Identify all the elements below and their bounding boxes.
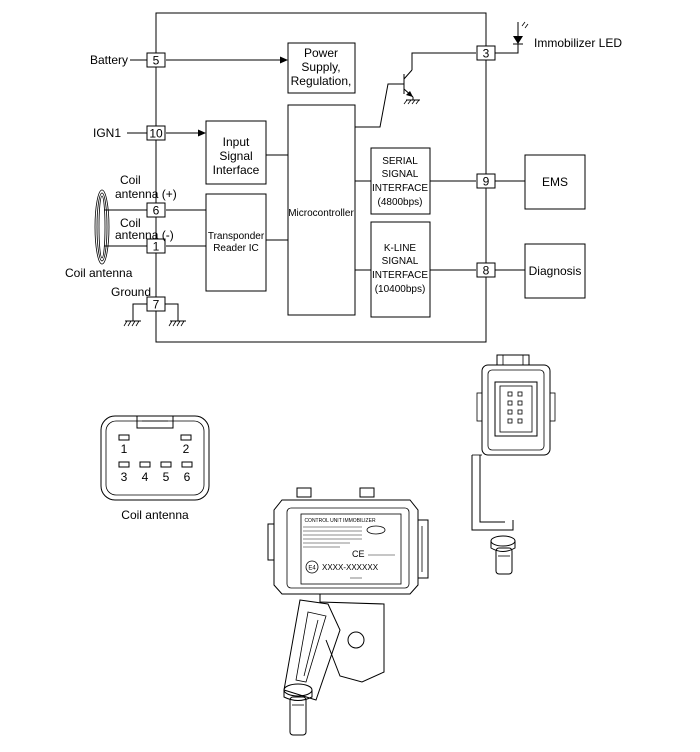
pin-coil-pos-number: 6 [153,204,160,218]
pin-ground: 7 [146,296,166,312]
ground-label: Ground [111,285,151,299]
ems-label: EMS [542,175,568,189]
pin-led: 3 [476,45,496,61]
coil-pos-label-2: antenna (+) [115,187,177,201]
terminal-1 [118,434,130,441]
block-serial: SERIAL SIGNAL INTERFACE (4800bps) [370,147,431,215]
terminal-2 [180,434,192,441]
kline-line-2: SIGNAL [382,256,419,267]
serial-line-2: SIGNAL [382,169,419,180]
kline-line-3: INTERFACE [372,270,428,281]
transponder-line-2: Reader IC [213,243,259,254]
coil-neg-label-1: Coil [120,216,141,230]
input-signal-line-3: Interface [213,163,260,177]
pin-coil-pos: 6 [146,202,166,218]
terminal-2-number: 2 [183,442,190,456]
coil-antenna-icon [94,189,110,265]
diagnosis-label: Diagnosis [529,264,582,278]
unit-label-code: XXXX-XXXXXX [322,563,379,572]
block-microcontroller: Microcontroller [287,104,356,316]
external-left: Battery IGN1 Coil antenna (+) Coil anten… [65,53,186,327]
block-transponder: Transponder Reader IC [205,193,267,292]
serial-line-3: INTERFACE [372,183,428,194]
block-power-supply: Power Supply, Regulation, [287,42,356,94]
pin-ign1: 10 [146,125,166,141]
power-supply-line-3: Regulation, [291,74,352,88]
pin-diagnosis: 8 [476,262,496,278]
ems-box [524,154,586,210]
input-signal-line-2: Signal [219,149,252,163]
terminal-3-number: 3 [121,470,128,484]
terminal-6 [181,461,193,468]
kline-line-4: (10400bps) [375,284,426,295]
unit-label-mark: E4 [308,566,316,572]
block-input-signal: Input Signal Interface [205,120,267,185]
module-bracket-illustration [471,354,556,575]
pin-ground-number: 7 [153,298,160,312]
input-signal-line-1: Input [223,135,250,149]
ground-symbol-left [123,320,141,327]
power-supply-line-2: Supply, [301,60,340,74]
block-kline: K-LINE SIGNAL INTERFACE (10400bps) [370,221,431,318]
microcontroller-label: Microcontroller [288,208,354,219]
unit-label-ce: CE [352,549,365,559]
terminal-4 [139,461,151,468]
kline-line-1: K-LINE [384,243,417,254]
pin-coil-neg: 1 [146,238,166,254]
serial-line-1: SERIAL [382,156,418,167]
internal-wiring [166,52,476,271]
terminal-3 [118,461,130,468]
ign1-label: IGN1 [93,126,121,140]
pin-coil-neg-number: 1 [153,240,160,254]
coil-neg-label-2: antenna (-) [115,228,174,242]
coil-pos-label-1: Coil [120,173,141,187]
terminal-1-number: 1 [121,442,128,456]
pin-diagnosis-number: 8 [483,264,490,278]
pin-battery-number: 5 [153,54,160,68]
led-icon [513,21,529,46]
terminal-5 [160,461,172,468]
pin-led-number: 3 [483,47,490,61]
battery-label: Battery [90,53,128,67]
coil-antenna-label: Coil antenna [65,266,133,280]
serial-line-4: (4800bps) [377,197,422,208]
power-supply-line-1: Power [304,46,338,60]
ground-symbol-right [168,320,186,327]
pin-ign1-number: 10 [149,127,163,141]
terminal-4-number: 4 [142,470,149,484]
terminal-5-number: 5 [163,470,170,484]
terminal-6-number: 6 [184,470,191,484]
external-right: Immobilizer LED EMS Diagnosis [495,21,622,299]
pin-ems: 9 [476,173,496,189]
connector-caption: Coil antenna [121,508,189,522]
immobilizer-led-label: Immobilizer LED [534,36,622,50]
coil-antenna-connector: 1 2 3 4 5 6 Coil antenna [100,415,210,522]
pin-ems-number: 9 [483,175,490,189]
pin-battery: 5 [146,52,166,68]
diagnosis-box [524,243,586,299]
transponder-line-1: Transponder [208,231,265,242]
unit-label-title: CONTROL UNIT IMMOBILIZER [304,518,376,524]
control-unit-illustration: CONTROL UNIT IMMOBILIZER CE E4 XXXX-XXXX… [267,487,429,736]
